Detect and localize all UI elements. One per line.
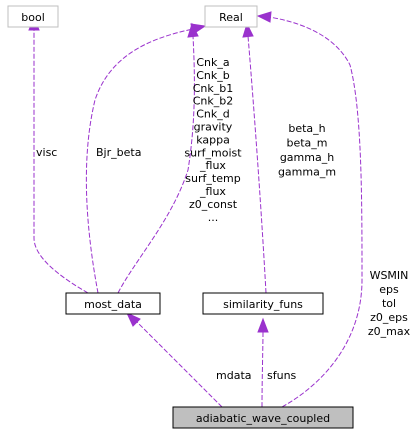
node-real-label: Real bbox=[219, 11, 243, 24]
edge-label-line: tol bbox=[382, 297, 396, 310]
edge-label-line: Cnk_b2 bbox=[193, 95, 234, 108]
edge-label-line: _flux bbox=[199, 159, 226, 172]
edge-adiabatic-to-most-data bbox=[125, 311, 223, 408]
edge-label-bjr-beta: Bjr_beta bbox=[96, 146, 141, 159]
edge-similarity-to-real bbox=[242, 22, 267, 294]
edge-label-line: z0_eps bbox=[370, 311, 408, 324]
node-similarity-funs-label: similarity_funs bbox=[223, 298, 303, 311]
edge-label-line: surf_moist bbox=[184, 146, 242, 159]
edge-label-line: gamma_h bbox=[280, 151, 334, 164]
edge-adiabatic-to-similarity bbox=[257, 317, 269, 408]
edge-label-line: surf_temp bbox=[185, 172, 240, 185]
edge-most-data-to-real bbox=[117, 22, 199, 294]
edge-label-line: gravity bbox=[194, 121, 233, 134]
edge-label-line: _flux bbox=[199, 185, 226, 198]
edge-label-line: eps bbox=[379, 283, 399, 296]
edge-label-mdata: mdata bbox=[216, 369, 252, 382]
edge-label-line: Cnk_b bbox=[196, 69, 230, 82]
edge-label-line: Cnk_a bbox=[196, 56, 229, 69]
edge-label-line: Cnk_b1 bbox=[193, 82, 234, 95]
edge-label-line: beta_m bbox=[286, 137, 327, 150]
node-bool-label: bool bbox=[21, 11, 45, 24]
node-most-data-label: most_data bbox=[84, 298, 142, 311]
edge-label-line: Cnk_d bbox=[196, 108, 230, 121]
edge-label-line: beta_h bbox=[288, 122, 325, 135]
edge-label-line: gamma_m bbox=[278, 166, 336, 179]
edge-label-line: z0_max bbox=[368, 325, 411, 338]
edge-label-line: kappa bbox=[196, 133, 230, 146]
edge-label-visc: visc bbox=[36, 146, 57, 159]
edge-label-line: ... bbox=[208, 211, 219, 224]
node-most-data[interactable]: most_data bbox=[65, 292, 161, 315]
edge-label-sfuns: sfuns bbox=[267, 369, 297, 382]
edge-label-line: WSMIN bbox=[370, 269, 409, 282]
edge-label-line: z0_const bbox=[189, 198, 238, 211]
node-adiabatic-wave-coupled-label: adiabatic_wave_coupled bbox=[196, 412, 330, 425]
node-similarity-funs[interactable]: similarity_funs bbox=[202, 292, 324, 315]
node-real[interactable]: Real bbox=[204, 5, 258, 28]
edge-adiabatic-to-real bbox=[256, 11, 363, 408]
node-bool[interactable]: bool bbox=[7, 5, 59, 28]
node-adiabatic-wave-coupled[interactable]: adiabatic_wave_coupled bbox=[172, 406, 354, 429]
